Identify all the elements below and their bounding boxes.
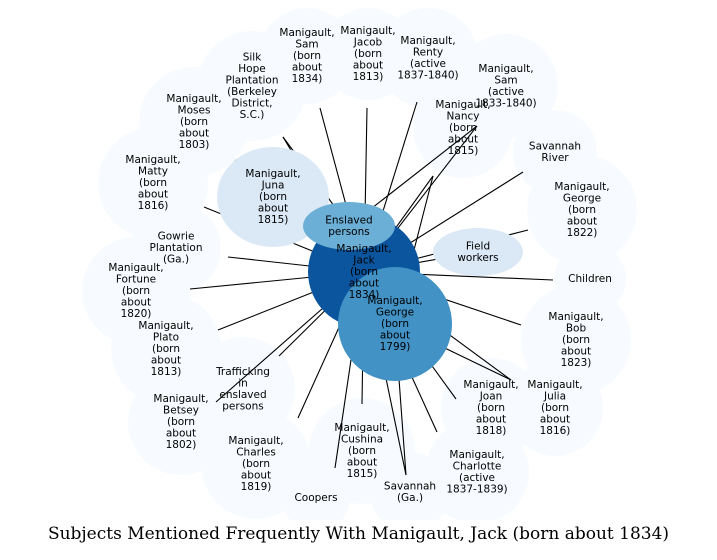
node-label-coopers: Coopers: [294, 492, 337, 504]
nodes: [217, 147, 523, 381]
node-juna[interactable]: [217, 147, 329, 247]
node-george1799[interactable]: [338, 267, 452, 381]
node-fieldworkers[interactable]: [433, 228, 523, 276]
node-bubble-george1822: [527, 155, 637, 265]
outer-bubbles: [82, 8, 637, 532]
node-label-children: Children: [568, 273, 612, 285]
node-label-savga: Savannah(Ga.): [384, 480, 436, 504]
node-bubble-nancy: [413, 78, 513, 178]
node-enslaved[interactable]: [303, 202, 395, 250]
node-bubble-charlotte: [425, 420, 529, 524]
diagram-title: Subjects Mentioned Frequently With Manig…: [47, 524, 670, 544]
node-bubble-silkhope: [197, 31, 307, 141]
